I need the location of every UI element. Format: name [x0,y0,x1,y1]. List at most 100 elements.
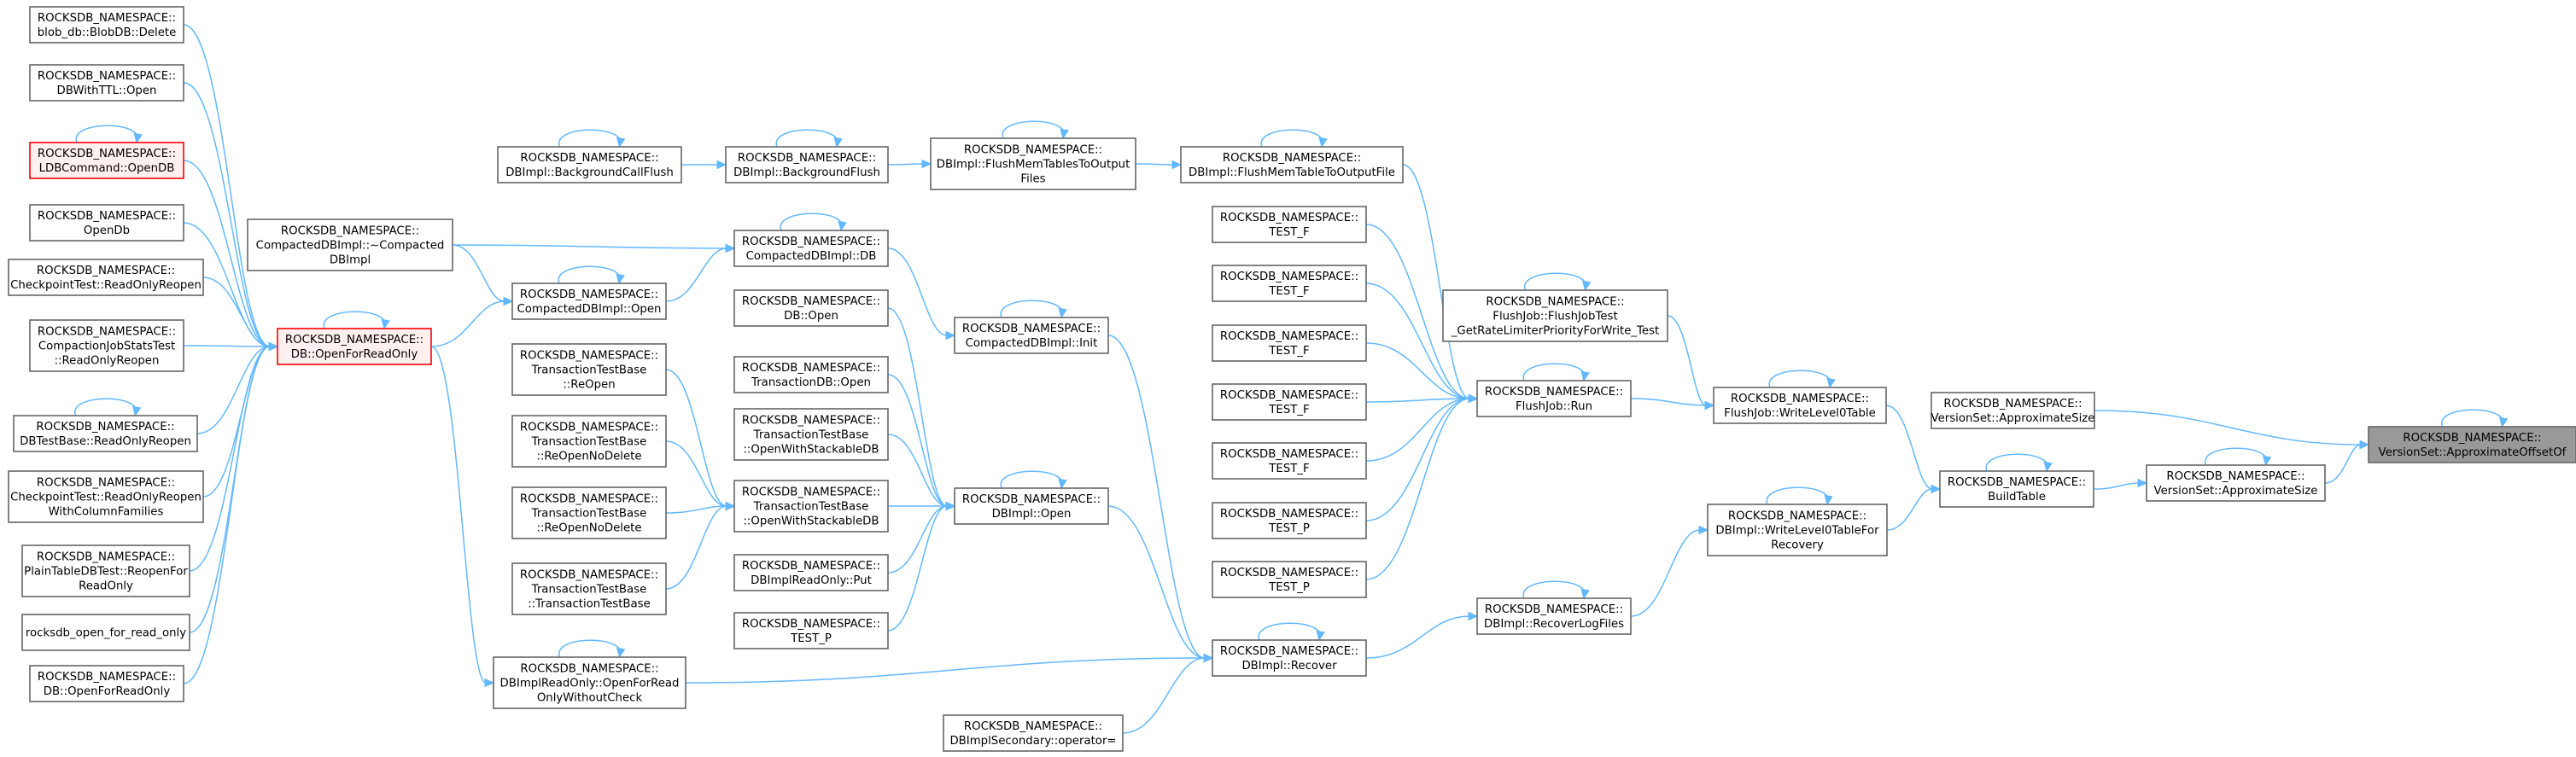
call-graph-node-readonly-open-wo[interactable]: ROCKSDB_NAMESPACE::DBImplReadOnly::OpenF… [493,656,686,709]
call-graph-node-compaction-stats[interactable]: ROCKSDB_NAMESPACE::CompactionJobStatsTes… [29,319,184,372]
call-graph-node-compacted-open[interactable]: ROCKSDB_NAMESPACE::CompactedDBImpl::Open [511,282,667,320]
call-graph-node-test-f2[interactable]: ROCKSDB_NAMESPACE::TEST_F [1212,265,1367,302]
node-box [954,487,1109,525]
self-call-loop [2205,447,2272,467]
call-graph-node-readonly-put[interactable]: ROCKSDB_NAMESPACE::DBImplReadOnly::Put [733,554,889,591]
call-graph-node-txn-open-stack1[interactable]: ROCKSDB_NAMESPACE::TransactionTestBase::… [733,408,889,461]
node-label-line: CompactedDBImpl::~Compacted [256,240,445,253]
call-graph-node-txn-db-open[interactable]: ROCKSDB_NAMESPACE::TransactionDB::Open [733,356,889,393]
node-label-line: ROCKSDB_NAMESPACE:: [36,421,174,434]
node-box [277,328,432,365]
call-graph-node-ldb-opendb[interactable]: ROCKSDB_NAMESPACE::LDBCommand::OpenDB [29,142,184,179]
call-edge [1107,335,1214,663]
node-label-line: ROCKSDB_NAMESPACE:: [1948,476,2086,489]
call-graph-node-test-f3[interactable]: ROCKSDB_NAMESPACE::TEST_F [1212,324,1367,362]
self-call-loop [1524,272,1592,292]
call-graph-node-flushjob-test[interactable]: ROCKSDB_NAMESPACE::FlushJob::FlushJobTes… [1442,289,1668,342]
call-graph-node-recover[interactable]: ROCKSDB_NAMESPACE::DBImpl::Recover [1212,639,1367,677]
call-edge [183,24,279,352]
node-label-line: DBImpl::WriteLevel0TableFor [1715,525,1879,538]
node-box [1212,265,1367,302]
call-graph-node-blob-delete[interactable]: ROCKSDB_NAMESPACE::blob_db::BlobDB::Dele… [29,6,184,44]
call-graph-node-opendb[interactable]: ROCKSDB_NAMESPACE::OpenDb [29,204,184,242]
call-graph-node-bg-flush[interactable]: ROCKSDB_NAMESPACE::DBImpl::BackgroundFlu… [725,146,889,183]
call-graph-node-db-open[interactable]: ROCKSDB_NAMESPACE::DB::Open [733,289,889,327]
call-graph-node-open-for-readonly[interactable]: ROCKSDB_NAMESPACE::DB::OpenForReadOnly [277,328,432,365]
node-label-line: ROCKSDB_NAMESPACE:: [38,671,176,684]
call-graph-node-recover-log[interactable]: ROCKSDB_NAMESPACE::DBImpl::RecoverLogFil… [1476,597,1632,635]
node-label-line: TransactionDB::Open [751,376,871,389]
call-graph-node-dbimpl-open[interactable]: ROCKSDB_NAMESPACE::DBImpl::Open [954,487,1109,525]
call-graph-node-rocksdb-open-ro[interactable]: rocksdb_open_for_read_only [21,614,190,651]
node-box [1212,639,1367,677]
call-graph-node-root[interactable]: ROCKSDB_NAMESPACE::VersionSet::Approxima… [2368,426,2576,463]
node-label-line: ROCKSDB_NAMESPACE:: [38,326,176,339]
node-label-line: ::ReOpenNoDelete [536,451,641,463]
node-label-line: ROCKSDB_NAMESPACE:: [38,210,176,223]
call-graph-node-txn-reopen[interactable]: ROCKSDB_NAMESPACE::TransactionTestBase::… [511,343,667,396]
node-box [29,665,184,702]
node-label-line: ROCKSDB_NAMESPACE:: [1485,603,1623,616]
node-box [1212,324,1367,362]
call-graph-node-test-p1[interactable]: ROCKSDB_NAMESPACE::TEST_P [1212,502,1367,539]
node-label-line: DBImpl::BackgroundCallFlush [505,166,674,179]
call-graph-node-flush-table-out[interactable]: ROCKSDB_NAMESPACE::DBImpl::FlushMemTable… [1180,146,1404,183]
node-box [511,282,667,320]
node-label-line: ROCKSDB_NAMESPACE:: [738,152,876,165]
call-graph-node-build-table[interactable]: ROCKSDB_NAMESPACE::BuildTable [1939,470,2094,508]
call-graph-node-test-p3[interactable]: ROCKSDB_NAMESPACE::TEST_P [733,612,889,649]
call-graph-node-db-open-ro-leaf[interactable]: ROCKSDB_NAMESPACE::DB::OpenForReadOnly [29,665,184,702]
call-graph-node-flush-tables-out[interactable]: ROCKSDB_NAMESPACE::DBImpl::FlushMemTable… [930,137,1136,190]
call-graph-node-bg-call-flush[interactable]: ROCKSDB_NAMESPACE::DBImpl::BackgroundCal… [497,146,682,183]
call-graph-node-checkpoint-cf[interactable]: ROCKSDB_NAMESPACE::CheckpointTest::ReadO… [8,470,204,523]
call-graph-node-vs-size-b[interactable]: ROCKSDB_NAMESPACE::VersionSet::Approxima… [2146,464,2326,502]
node-label-line: CompactedDBImpl::Init [966,337,1098,350]
node-box [21,544,190,597]
node-box [511,415,667,468]
call-edge [887,501,956,574]
node-box [29,6,184,44]
call-graph-node-compacted-init[interactable]: ROCKSDB_NAMESPACE::CompactedDBImpl::Init [954,317,1109,354]
node-label-line: rocksdb_open_for_read_only [26,627,186,640]
node-label-line: ROCKSDB_NAMESPACE:: [1220,212,1358,224]
node-label-line: ROCKSDB_NAMESPACE:: [742,362,880,375]
node-label-line: ::OpenWithStackableDB [743,444,879,457]
call-graph-node-checkpoint-reopen[interactable]: ROCKSDB_NAMESPACE::CheckpointTest::ReadO… [8,259,204,296]
call-graph-node-write-l0[interactable]: ROCKSDB_NAMESPACE::FlushJob::WriteLevel0… [1713,387,1887,424]
call-graph-node-flushjob-run[interactable]: ROCKSDB_NAMESPACE::FlushJob::Run [1476,380,1632,417]
call-graph-node-test-f5[interactable]: ROCKSDB_NAMESPACE::TEST_F [1212,442,1367,480]
call-graph-node-txn-base[interactable]: ROCKSDB_NAMESPACE::TransactionTestBase::… [511,562,667,615]
node-label-line: DB::OpenForReadOnly [44,685,171,698]
node-label-line: ROCKSDB_NAMESPACE:: [520,422,658,434]
call-edge [1630,525,1709,617]
call-graph-node-txn-reopen-nd1[interactable]: ROCKSDB_NAMESPACE::TransactionTestBase::… [511,415,667,468]
call-graph-node-dbttl-open[interactable]: ROCKSDB_NAMESPACE::DBWithTTL::Open [29,64,184,102]
node-label-line: TransactionTestBase [531,508,647,521]
call-graph-node-dbtestbase-reopen[interactable]: ROCKSDB_NAMESPACE::DBTestBase::ReadOnlyR… [13,415,198,452]
call-graph-node-test-f4[interactable]: ROCKSDB_NAMESPACE::TEST_F [1212,383,1367,421]
call-edge [665,243,736,302]
call-graph-node-vs-size-a[interactable]: ROCKSDB_NAMESPACE::VersionSet::Approxima… [1931,392,2095,429]
self-call-loop [558,265,625,285]
call-graph-node-txn-reopen-nd2[interactable]: ROCKSDB_NAMESPACE::TransactionTestBase::… [511,486,667,539]
call-graph-node-test-f1[interactable]: ROCKSDB_NAMESPACE::TEST_F [1212,206,1367,243]
node-label-line: ROCKSDB_NAMESPACE:: [742,236,880,248]
node-label-line: ROCKSDB_NAMESPACE:: [1220,508,1358,521]
self-call-loop [1260,129,1328,148]
node-label-line: ROCKSDB_NAMESPACE:: [38,70,176,83]
node-box [511,562,667,615]
node-label-line: FlushJob::FlushJobTest [1492,311,1617,323]
node-box [29,64,184,102]
call-edge [887,159,932,169]
call-graph-node-txn-open-stack2[interactable]: ROCKSDB_NAMESPACE::TransactionTestBase::… [733,480,889,533]
node-box [29,204,184,242]
call-graph-node-write-l0-recovery[interactable]: ROCKSDB_NAMESPACE::DBImpl::WriteLevel0Ta… [1707,504,1888,556]
call-graph-node-test-p2[interactable]: ROCKSDB_NAMESPACE::TEST_P [1212,561,1367,598]
call-graph-node-plaintable-reopen[interactable]: ROCKSDB_NAMESPACE::PlainTableDBTest::Reo… [21,544,190,597]
node-label-line: ROCKSDB_NAMESPACE:: [962,493,1101,506]
node-label-line: WithColumnFamilies [49,506,164,519]
call-graph-node-compacted-db[interactable]: ROCKSDB_NAMESPACE::CompactedDBImpl::DB [733,230,889,267]
call-graph-node-secondary-op[interactable]: ROCKSDB_NAMESPACE::DBImplSecondary::oper… [943,714,1124,752]
node-label-line: TEST_P [1268,581,1310,594]
call-graph-node-compacted-dtor[interactable]: ROCKSDB_NAMESPACE::CompactedDBImpl::~Com… [247,218,453,271]
